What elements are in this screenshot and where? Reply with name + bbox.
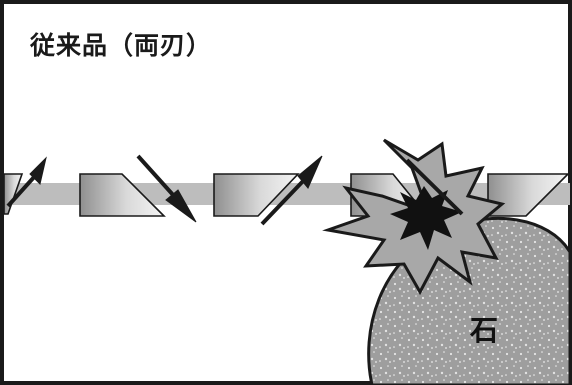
motion-arrow-icon bbox=[260, 155, 323, 226]
blade-icon bbox=[405, 158, 464, 216]
motion-arrow-icon bbox=[6, 156, 47, 208]
stone-label: 石 bbox=[470, 314, 499, 347]
diagram-title: 従来品（両刃） bbox=[30, 31, 213, 60]
blade-icon bbox=[213, 173, 300, 217]
impact-burst-core-icon bbox=[390, 186, 462, 250]
blade-icon bbox=[79, 173, 166, 217]
motion-arrow-icon bbox=[136, 154, 197, 223]
